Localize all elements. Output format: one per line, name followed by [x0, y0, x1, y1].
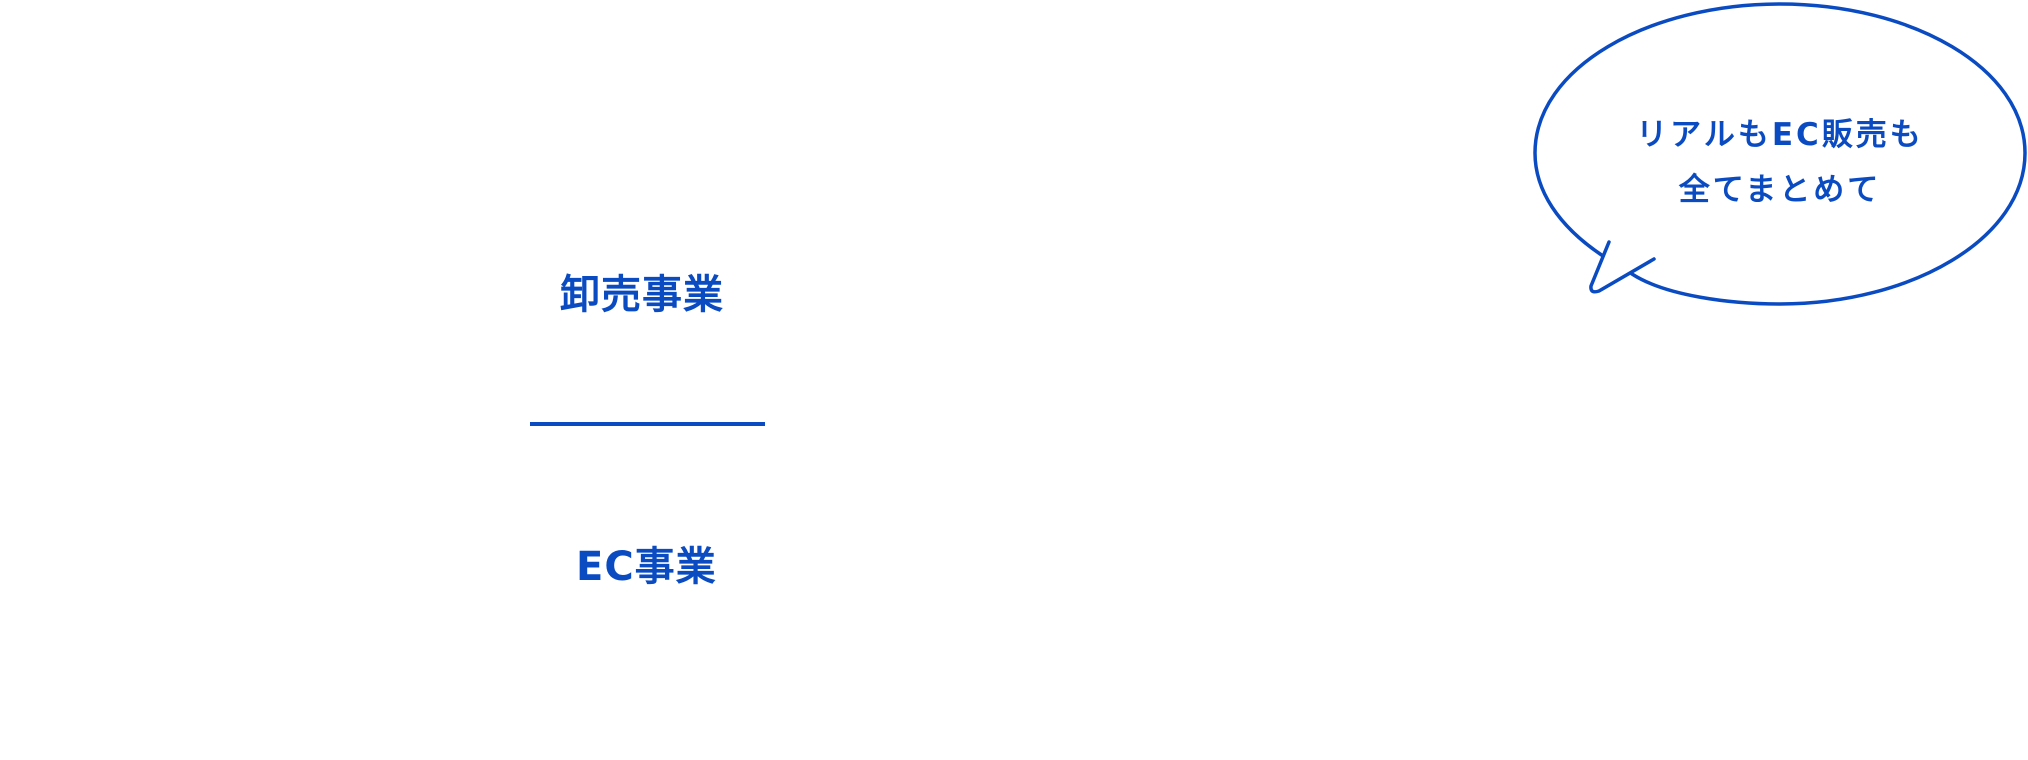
speech-bubble-text: リアルもEC販売も 全てまとめて [1535, 108, 2025, 218]
speech-bubble-outline [1533, 2, 2027, 306]
speech-bubble-line-1: リアルもEC販売も [1636, 117, 1924, 153]
wholesale-business-label: 卸売事業 [560, 272, 724, 318]
speech-bubble-tail [1589, 240, 1656, 294]
divider-line [530, 422, 765, 426]
ec-business-label: EC事業 [576, 544, 717, 590]
speech-bubble-line-2: 全てまとめて [1678, 172, 1882, 208]
